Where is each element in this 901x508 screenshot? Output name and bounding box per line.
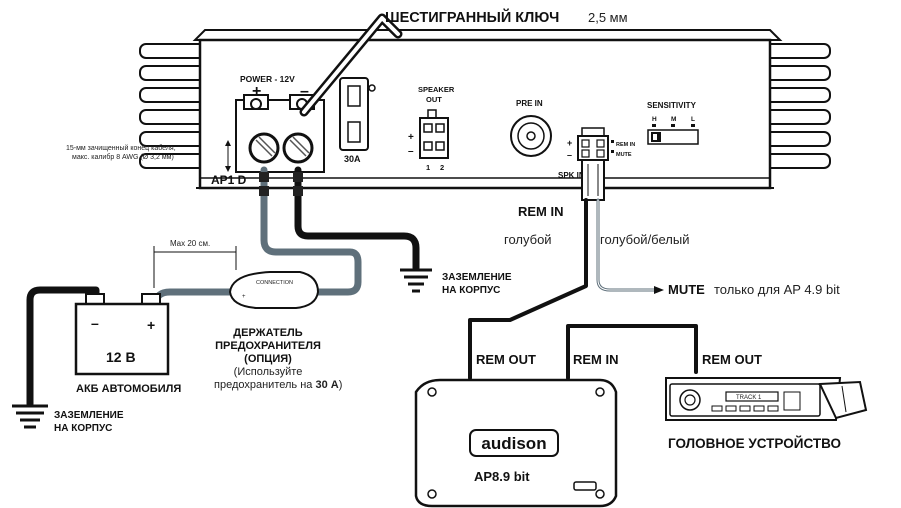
battery-label: 12 В: [106, 349, 136, 365]
head-unit-caption: ГОЛОВНОЕ УСТРОЙСТВО: [668, 436, 841, 451]
cable-note-1: 15-мм зачищенный конец кабеля,: [66, 144, 176, 152]
ground-bottom-line1: ЗАЗЕМЛЕНИЕ: [54, 410, 124, 421]
rem-out-left-label: REM OUT: [476, 352, 536, 367]
head-unit: TRACK 1: [665, 377, 868, 421]
pre-in-label: PRE IN: [516, 99, 543, 108]
ground-top-icon: [400, 268, 432, 293]
processor-ap89: audison AP8.9 bit: [414, 378, 618, 508]
svg-text:–: –: [408, 146, 414, 157]
power-label: POWER - 12V: [240, 74, 295, 84]
battery-plus: +: [147, 317, 155, 333]
hex-key-size: 2,5 мм: [588, 10, 628, 25]
power-minus: –: [300, 83, 309, 100]
amplifier: POWER - 12V + – 30A SPEAKER OUT + – 1 2 …: [139, 29, 831, 201]
head-unit-display: TRACK 1: [736, 395, 762, 401]
speaker-out-label-1: SPEAKER: [418, 85, 455, 94]
fuse-holder-title-3: (ОПЦИЯ): [244, 353, 292, 365]
processor-model: AP8.9 bit: [474, 469, 530, 484]
hex-key: [299, 13, 403, 117]
processor-brand: audison: [481, 434, 546, 453]
spk-in-label: SPK IN: [558, 171, 585, 180]
svg-text:+: +: [408, 132, 414, 143]
battery-caption: АКБ АВТОМОБИЛЯ: [76, 383, 181, 395]
sensitivity-label: SENSITIVITY: [647, 101, 697, 110]
rem-in-title: REM IN: [518, 204, 564, 219]
ground-bottom-icon: [12, 404, 48, 429]
fuse-holder-note-1: (Используйте: [234, 366, 303, 378]
rem-in-small-label: REM IN: [616, 142, 635, 148]
rem-out-right-label: REM OUT: [702, 352, 762, 367]
mute-small-label: MUTE: [616, 152, 632, 158]
fuse-label: 30A: [344, 154, 361, 164]
ground-top-line2: НА КОРПУС: [442, 285, 500, 296]
fuse-holder-title-2: ПРЕДОХРАНИТЕЛЯ: [215, 340, 321, 352]
amp-model-label: AP1 D: [211, 173, 247, 187]
battery-minus: –: [91, 315, 99, 331]
rem-in-right-wire: голубой/белый: [600, 232, 689, 247]
hex-key-title: ШЕСТИГРАННЫЙ КЛЮЧ: [385, 8, 559, 26]
battery: – + 12 В: [74, 293, 170, 376]
speaker-pin-1: 1: [426, 163, 430, 172]
sens-m: M: [671, 116, 676, 123]
rem-in-mid-label: REM IN: [573, 352, 619, 367]
speaker-out-label-2: OUT: [426, 95, 442, 104]
mute-title: MUTE: [668, 282, 705, 297]
sens-l: L: [691, 116, 695, 123]
cable-note-2: макс. калибр 8 AWG (Ø 3,2 мм): [72, 153, 174, 161]
ground-bottom-line2: НА КОРПУС: [54, 423, 112, 434]
fuse-holder-brand: CONNECTION: [256, 280, 293, 286]
fuse-holder-note-2: предохранитель на 30 А): [214, 379, 342, 391]
ground-top-line1: ЗАЗЕМЛЕНИЕ: [442, 272, 512, 283]
svg-text:+: +: [242, 294, 246, 300]
mute-note: только для AP 4.9 bit: [714, 282, 840, 297]
max-length-label: Max 20 см.: [170, 239, 210, 248]
rem-in-left-wire: голубой: [504, 232, 552, 247]
fuse-holder-title-1: ДЕРЖАТЕЛЬ: [233, 327, 302, 339]
power-plus: +: [252, 83, 261, 100]
fuse-holder: CONNECTION +: [228, 271, 320, 309]
sens-h: H: [652, 116, 657, 123]
svg-text:–: –: [567, 150, 572, 160]
svg-text:+: +: [567, 138, 572, 148]
speaker-pin-2: 2: [440, 163, 444, 172]
